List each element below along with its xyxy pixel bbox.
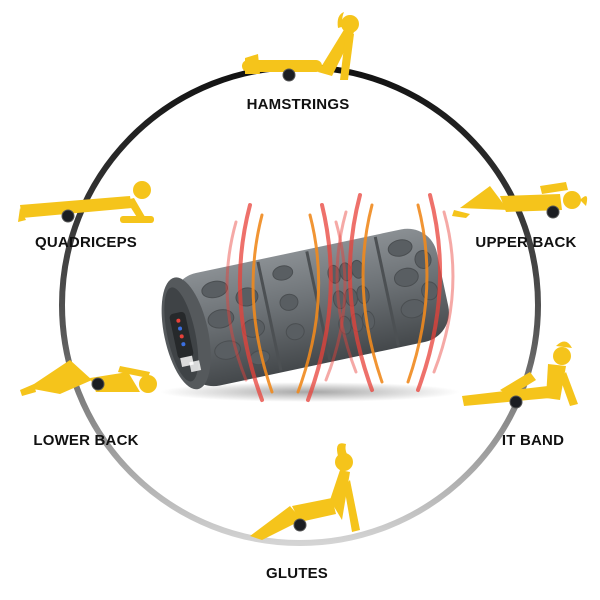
upper-back-figure [452,182,588,218]
hamstrings-figure [242,12,359,80]
label-lower-back: LOWER BACK [33,432,139,449]
it-band-figure [462,341,578,406]
it-band-roller-icon [509,395,523,409]
heat-wave-right [335,193,455,392]
quadriceps-figure [18,181,154,223]
upper-back-roller-icon [546,205,560,219]
label-it-band: IT BAND [501,432,565,449]
quadriceps-roller-icon [61,209,75,223]
label-glutes: GLUTES [265,565,329,582]
lower-back-roller-icon [91,377,105,391]
label-hamstrings: HAMSTRINGS [246,96,350,113]
label-upper-back: UPPER BACK [475,234,577,251]
glutes-figure [250,443,360,540]
glutes-roller-icon [293,518,307,532]
hamstrings-roller-icon [282,68,296,82]
massage-roller [161,228,449,390]
label-quadriceps: QUADRICEPS [34,234,138,251]
heat-wave-left [225,203,347,402]
lower-back-figure [20,360,157,396]
